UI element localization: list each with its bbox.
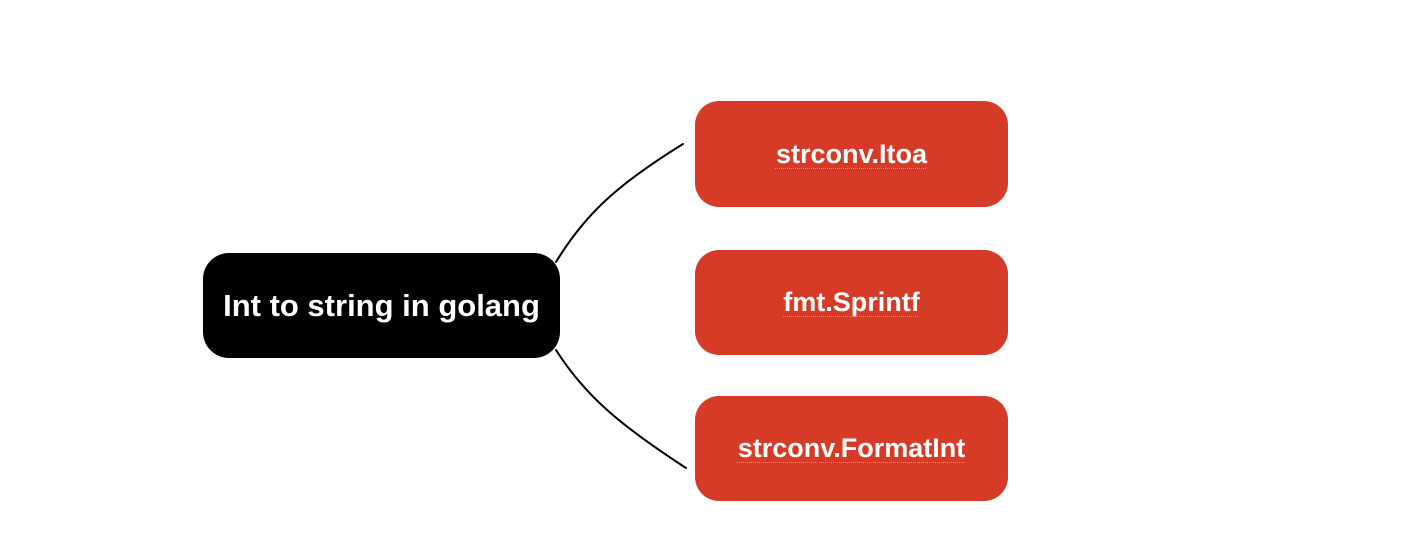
- child-node-fmt-sprintf[interactable]: fmt.Sprintf: [695, 250, 1008, 355]
- child-node-strconv-itoa[interactable]: strconv.Itoa: [695, 101, 1008, 207]
- connector-root-to-strconv-itoa: [555, 143, 684, 263]
- connector-root-to-strconv-formatint: [555, 349, 687, 469]
- child-node-label: strconv.Itoa: [775, 138, 928, 169]
- root-node[interactable]: Int to string in golang: [203, 253, 560, 358]
- child-node-label: strconv.FormatInt: [737, 433, 966, 463]
- child-node-label: fmt.Sprintf: [783, 287, 920, 317]
- root-node-label: Int to string in golang: [223, 287, 540, 323]
- child-node-strconv-formatint[interactable]: strconv.FormatInt: [695, 396, 1008, 501]
